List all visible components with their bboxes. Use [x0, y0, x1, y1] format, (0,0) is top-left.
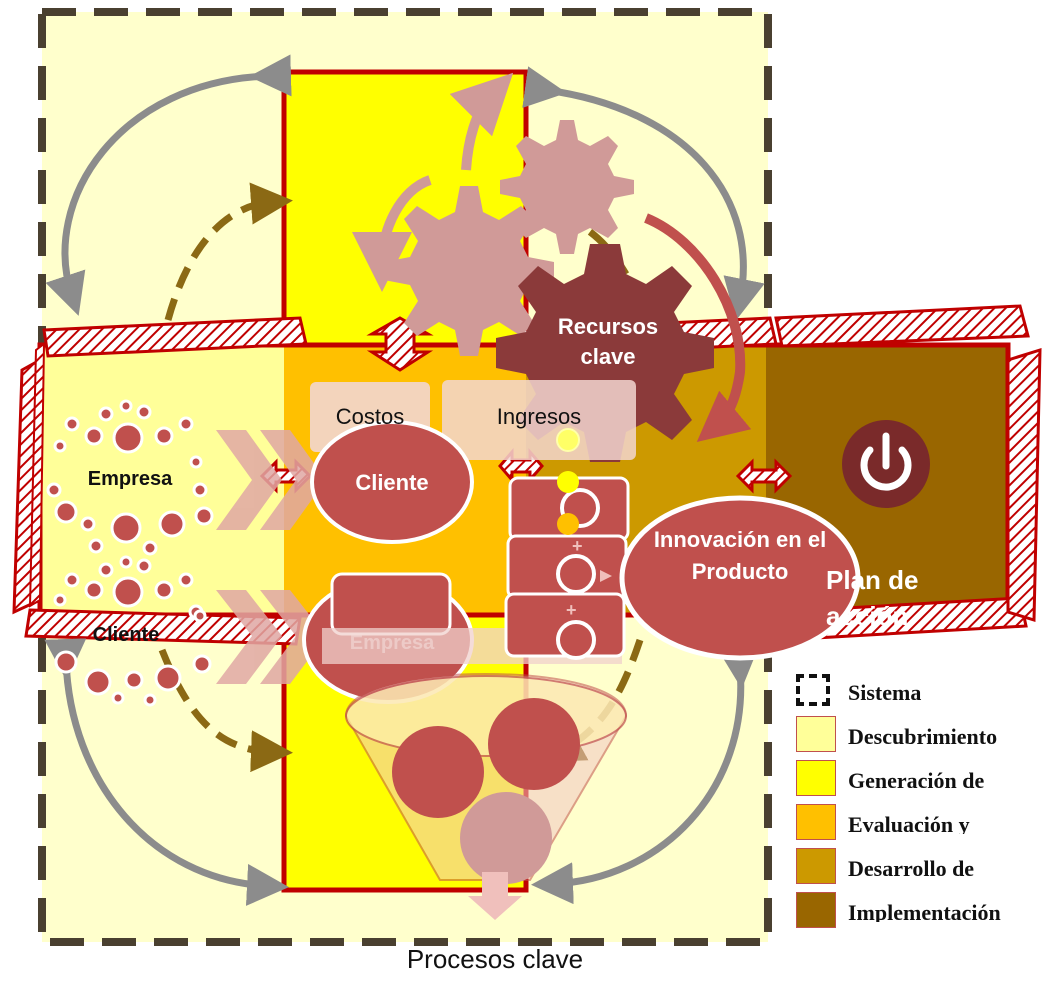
- cliente-left-label: Cliente: [92, 624, 160, 646]
- gear-icon: [500, 120, 634, 254]
- svg-text:+: +: [572, 536, 583, 556]
- gear-rotation-arrows: [352, 72, 752, 443]
- legend-label: Evaluación y: [848, 812, 970, 834]
- legend-label: Desarrollo de: [848, 856, 975, 878]
- legend-swatch: [796, 892, 836, 928]
- legend-item-descubrimiento: Descubrimiento: [796, 712, 1050, 756]
- cliente-center-label: Cliente: [355, 470, 429, 495]
- innovacion-label: Innovación en el Producto: [653, 527, 827, 584]
- svg-text:+: +: [566, 600, 577, 620]
- ingresos-label: Ingresos: [496, 404, 582, 429]
- cycle-arrows: [44, 54, 765, 906]
- empresa-left-label: Empresa: [87, 468, 173, 490]
- procesos-clave-label: Procesos clave: [406, 944, 584, 974]
- legend-item-implementacion: Implementación: [796, 888, 1050, 932]
- empresa-center-label: Empresa: [349, 632, 435, 654]
- cliente-ellipse: [310, 420, 474, 544]
- legend-label: Implementación: [848, 900, 1001, 922]
- legend-swatch: [796, 674, 830, 706]
- discovery-band: [40, 345, 284, 615]
- indicator-dot: [557, 471, 579, 493]
- legend-item-generacion: Generación de: [796, 756, 1050, 800]
- process-stack: + +: [504, 476, 630, 660]
- innovacion-ellipse: [619, 495, 861, 661]
- legend-swatch: [796, 848, 836, 884]
- legend-label: Sistema: [848, 680, 922, 702]
- legend-label: Generación de: [848, 768, 985, 790]
- gear-icon: [384, 186, 554, 356]
- legend-swatch: [796, 804, 836, 840]
- indicator-dot: [557, 513, 579, 535]
- ingresos-box: [442, 380, 636, 460]
- legend-swatch: [796, 716, 836, 752]
- power-icon: [842, 420, 930, 508]
- legend: Sistema Descubrimiento Generación de Eva…: [796, 668, 1050, 958]
- indicator-dot: [556, 428, 580, 452]
- costos-label: Costos: [335, 404, 405, 429]
- dot-cluster-empresa: [46, 399, 214, 556]
- legend-label: Descubrimiento: [848, 724, 998, 746]
- funnel: [344, 673, 628, 920]
- dot-cluster-cliente: [53, 555, 212, 707]
- legend-item-desarrollo: Desarrollo de: [796, 844, 1050, 888]
- legend-swatch: [796, 760, 836, 796]
- plan-accion-label: Plan de acción: [826, 565, 919, 631]
- recursos-clave-label: Recursos clave: [557, 314, 659, 369]
- legend-item-sistema: Sistema: [796, 668, 1050, 712]
- legend-item-evaluacion: Evaluación y: [796, 800, 1050, 844]
- empresa-card: [330, 572, 452, 636]
